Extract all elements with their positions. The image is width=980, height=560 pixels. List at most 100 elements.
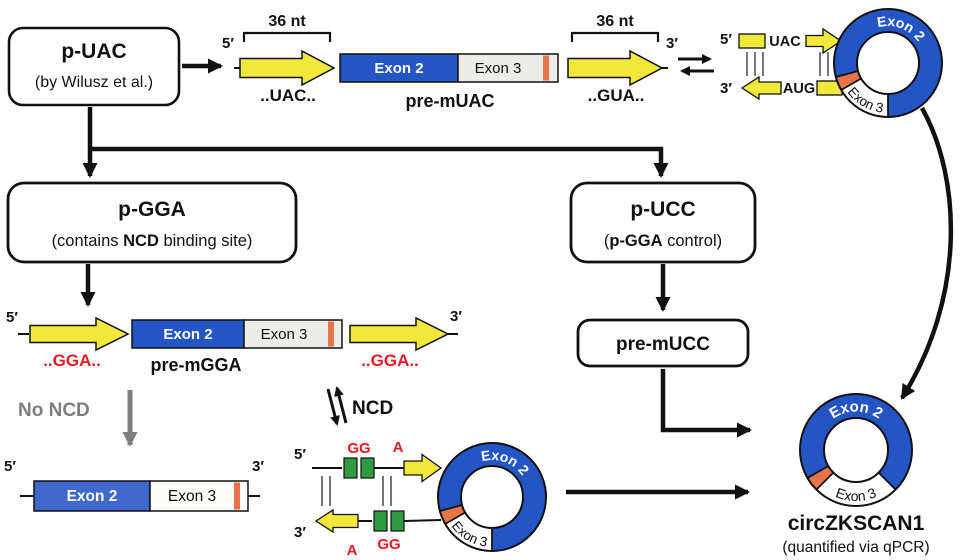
p-gga-subtitle-pre: (contains <box>52 232 124 250</box>
p-ucc-subtitle-pre: ( <box>604 232 610 250</box>
ncd-binding-box-top-1 <box>343 457 358 479</box>
repeat-seq-gga-left: ..GGA.. <box>43 351 101 370</box>
premgga-exon3-box <box>243 319 343 349</box>
p-ucc-subtitle: (p-GGA control) <box>604 232 722 250</box>
hairpin-gga-5prime: 5′ <box>294 446 306 463</box>
exon2-label: Exon 2 <box>374 60 423 77</box>
linear-orange-stripe <box>234 482 240 510</box>
repeat-seq-gga-right: ..GGA.. <box>361 351 419 370</box>
p-ucc-title: p-UCC <box>630 198 695 221</box>
ncd-binding-box-bottom-1 <box>373 510 388 532</box>
hairpin-uac-top-repeat-segment <box>738 33 766 49</box>
hairpin-uac-5prime: 5′ <box>720 31 732 48</box>
circle3-segment-separators <box>807 465 897 491</box>
p-uac-box <box>7 26 181 107</box>
linear-3prime-label: 3′ <box>252 458 264 475</box>
p-uac-subtitle: (by Wilusz et al.) <box>35 74 153 91</box>
ncd-binding-box-top-2 <box>360 457 375 479</box>
a-top-label: A <box>393 439 404 456</box>
premgga-exon3-label: Exon 3 <box>261 326 308 343</box>
hairpin-uac-bottomseq: AUG <box>783 81 815 97</box>
label-36nt-right: 36 nt <box>596 13 634 30</box>
pre-mucc-box <box>576 318 750 368</box>
basepair-rungs-gga <box>321 476 392 506</box>
premgga-3prime-label: 3′ <box>450 308 462 325</box>
premuac-name: pre-mUAC <box>405 91 494 111</box>
circle3-exon2-arc <box>800 393 912 490</box>
circle1-orange-stripe <box>835 70 862 91</box>
label-36nt-left: 36 nt <box>268 13 306 30</box>
circzkscan1-note: (quantified via qPCR) <box>782 539 929 556</box>
circle3-exon3-label: Exon 3 <box>834 484 879 504</box>
pre-mucc-title: pre-mUCC <box>616 334 710 355</box>
premgga-name: pre-mGGA <box>150 355 241 375</box>
repeat-seq-uac: ..UAC.. <box>260 86 316 105</box>
hairpin-gga-top-arrow <box>403 453 443 483</box>
premgga-5prime-label: 5′ <box>6 309 18 326</box>
bracket-36nt-left <box>242 31 332 42</box>
p-gga-box <box>6 181 298 264</box>
linear-exon3-label: Exon 3 <box>168 488 216 505</box>
hairpin-uac-topseq: UAC <box>769 34 801 50</box>
ncd-equilibrium-down <box>326 388 340 426</box>
exon3-label: Exon 3 <box>475 60 522 77</box>
premuac-5prime-label: 5′ <box>222 35 234 52</box>
circle3-exon3-arc <box>816 472 896 506</box>
exon2-box <box>339 53 459 83</box>
p-ucc-subtitle-post: control) <box>663 232 723 250</box>
circle1-exon2-arc <box>833 9 942 117</box>
arrow-premucc-to-circ <box>660 369 752 438</box>
linear-5prime-label: 5′ <box>4 458 16 475</box>
circle1-inner-outline <box>856 31 920 95</box>
no-ncd-label: No NCD <box>18 400 90 421</box>
premgga-orange-stripe <box>328 321 334 347</box>
basepair-rungs-uac <box>746 52 837 76</box>
linear-exon3-box <box>149 480 249 512</box>
circle2-inner-outline <box>460 465 524 529</box>
gga-repeat-arrow-right <box>349 316 450 352</box>
circle3-inner-outline <box>823 417 889 483</box>
hairpin-gga-bottom-strand <box>358 519 442 522</box>
circzkscan1-title: circZKSCAN1 <box>788 512 925 535</box>
circle2-exon3-arc <box>445 512 493 552</box>
intron-repeat-arrow-left <box>239 49 336 87</box>
p-ucc-box <box>569 181 757 264</box>
hairpin-gga-bottom-arrow <box>314 508 359 534</box>
arrow-circle1-to-circ <box>900 106 954 400</box>
circle3-orange-stripe <box>807 465 834 490</box>
exon3-orange-stripe <box>543 55 549 81</box>
p-gga-subtitle: (contains NCD binding site) <box>52 232 253 250</box>
p-gga-subtitle-bold: NCD <box>123 232 159 250</box>
gga-repeat-arrow-left <box>29 316 130 352</box>
premuac-3prime-label: 3′ <box>666 35 678 52</box>
bracket-36nt-right <box>570 31 660 42</box>
premgga-exon2-label: Exon 2 <box>163 326 212 343</box>
ncd-binding-box-bottom-2 <box>390 510 405 532</box>
p-ucc-subtitle-bold: p-GGA <box>609 232 662 250</box>
gg-bottom-label: GG <box>377 536 400 553</box>
a-bottom-label: A <box>347 542 358 559</box>
circle2-exon2-arc <box>437 443 546 551</box>
exon3-box <box>457 53 559 83</box>
hairpin-uac-3prime: 3′ <box>720 80 732 97</box>
circle1-exon3-arc <box>841 78 889 118</box>
hairpin-uac-bottom-arrow <box>740 75 782 101</box>
circle2-orange-stripe <box>439 504 466 525</box>
gg-top-label: GG <box>347 440 370 457</box>
linear-exon2-box <box>33 480 151 512</box>
hairpin-gga-3prime: 3′ <box>294 524 306 541</box>
circle1-segment-separators <box>835 70 889 117</box>
ncd-label: NCD <box>352 398 393 419</box>
circle2-segment-separators <box>439 504 493 551</box>
arrow-puac-to-pucc <box>90 146 669 178</box>
ncd-equilibrium-up <box>334 386 348 424</box>
p-uac-title: p-UAC <box>61 40 126 63</box>
intron-repeat-arrow-right <box>567 49 664 87</box>
p-gga-subtitle-post: binding site) <box>159 232 253 250</box>
linear-exon2-label: Exon 2 <box>67 488 118 505</box>
hairpin-uac-top-arrow <box>805 27 843 55</box>
repeat-seq-gua: ..GUA.. <box>588 86 645 105</box>
p-gga-title: p-GGA <box>118 198 186 221</box>
